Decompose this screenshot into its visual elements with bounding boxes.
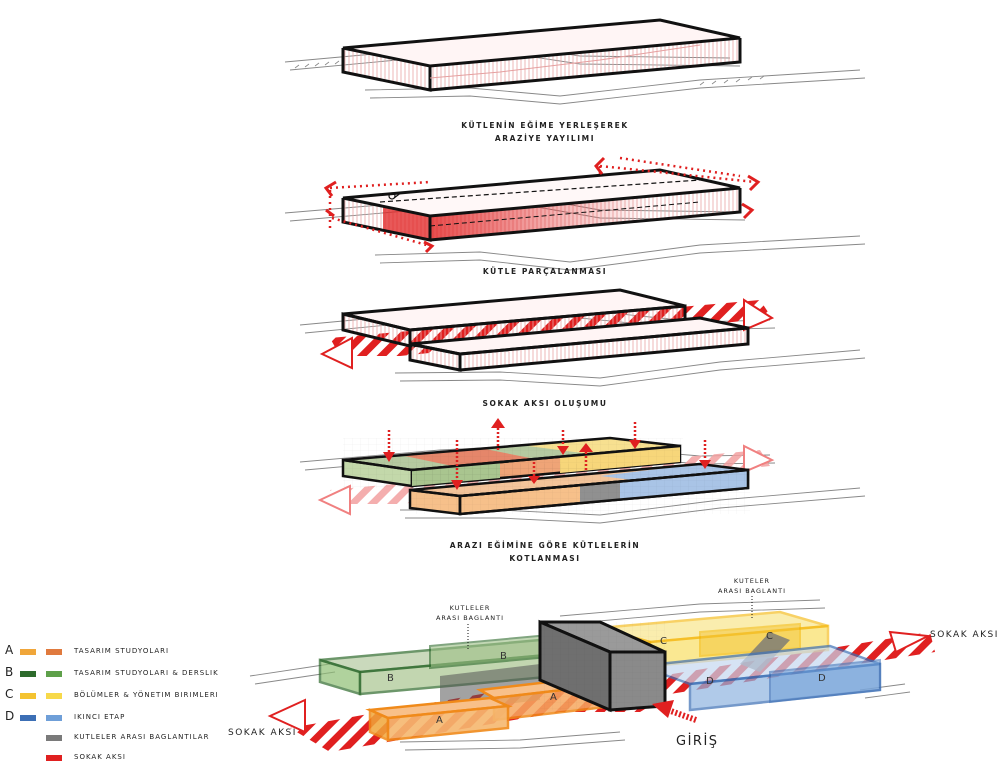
block-label-a1: A — [436, 715, 443, 726]
step1-massing — [284, 18, 866, 105]
legend-swatch — [46, 693, 62, 699]
legend-label: KUTLELER ARASI BAGLANTILAR — [74, 733, 210, 741]
legend-label: SOKAK AKSI — [74, 753, 126, 761]
block-label-d2: D — [818, 673, 826, 684]
legend-label: TASARIM STUDYOLARI — [74, 647, 170, 655]
block-label-c2: C — [766, 631, 773, 642]
block-label-d1: D — [706, 676, 714, 687]
step2-massing — [284, 156, 866, 271]
step4-massing — [299, 418, 866, 524]
legend-letter: B — [5, 665, 14, 679]
legend-swatch — [20, 715, 36, 721]
caption-step1: KÜTLENİN EĞİME YERLEŞEREK ARAZİYE YAYILI… — [400, 119, 690, 145]
block-label-b1: B — [387, 673, 394, 684]
caption-step4-line1: ARAZI EĞİMİNE GÖRE KÜTLELERİN — [449, 541, 641, 550]
level-arrows — [383, 418, 711, 490]
legend-swatch — [46, 735, 62, 741]
caption-step4: ARAZI EĞİMİNE GÖRE KÜTLELERİN KOTLANMASI — [400, 539, 690, 565]
legend-swatch — [46, 715, 62, 721]
link-label-right: KUTELER ARASI BAGLANTI — [702, 576, 802, 596]
step3-massing — [299, 288, 866, 387]
block-label-c1: C — [660, 636, 667, 647]
caption-step4-line2: KOTLANMASI — [509, 554, 581, 563]
caption-step1-line1: KÜTLENİN EĞİME YERLEŞEREK — [461, 121, 629, 130]
caption-step1-line2: ARAZİYE YAYILIMI — [494, 134, 596, 143]
legend-swatch — [20, 671, 36, 677]
caption-step3: SOKAK AKSI OLUŞUMU — [482, 399, 608, 408]
link-right-line2: ARASI BAGLANTI — [717, 587, 787, 595]
final-massing — [249, 596, 935, 752]
link-left-line1: KUTLELER — [449, 604, 491, 612]
caption-step2: KÜTLE PARÇALANMASI — [482, 267, 608, 276]
block-label-a2: A — [550, 692, 557, 703]
legend-swatch — [20, 693, 36, 699]
legend-swatch — [46, 755, 62, 761]
legend-letter: C — [5, 687, 14, 701]
link-right-line1: KUTELER — [733, 577, 771, 585]
legend-swatch — [20, 649, 36, 655]
link-label-left: KUTLELER ARASI BAGLANTI — [420, 603, 520, 623]
legend-label: IKINCI ETAP — [74, 713, 126, 721]
legend-label: BÖLÜMLER & YÖNETIM BIRIMLERI — [74, 691, 219, 699]
street-axis-label-left: SOKAK AKSI — [228, 728, 297, 738]
entrance-arrow — [652, 700, 698, 723]
legend-letter: D — [5, 709, 15, 723]
link-left-line2: ARASI BAGLANTI — [435, 614, 505, 622]
street-axis-label-right: SOKAK AKSI — [930, 630, 999, 640]
legend-label: TASARIM STUDYOLARI & DERSLIK — [74, 669, 219, 677]
legend-swatch — [46, 649, 62, 655]
legend-swatch — [46, 671, 62, 677]
block-label-b2: B — [500, 651, 507, 662]
entrance-label: GİRİŞ — [676, 734, 719, 749]
legend-letter: A — [5, 643, 14, 657]
